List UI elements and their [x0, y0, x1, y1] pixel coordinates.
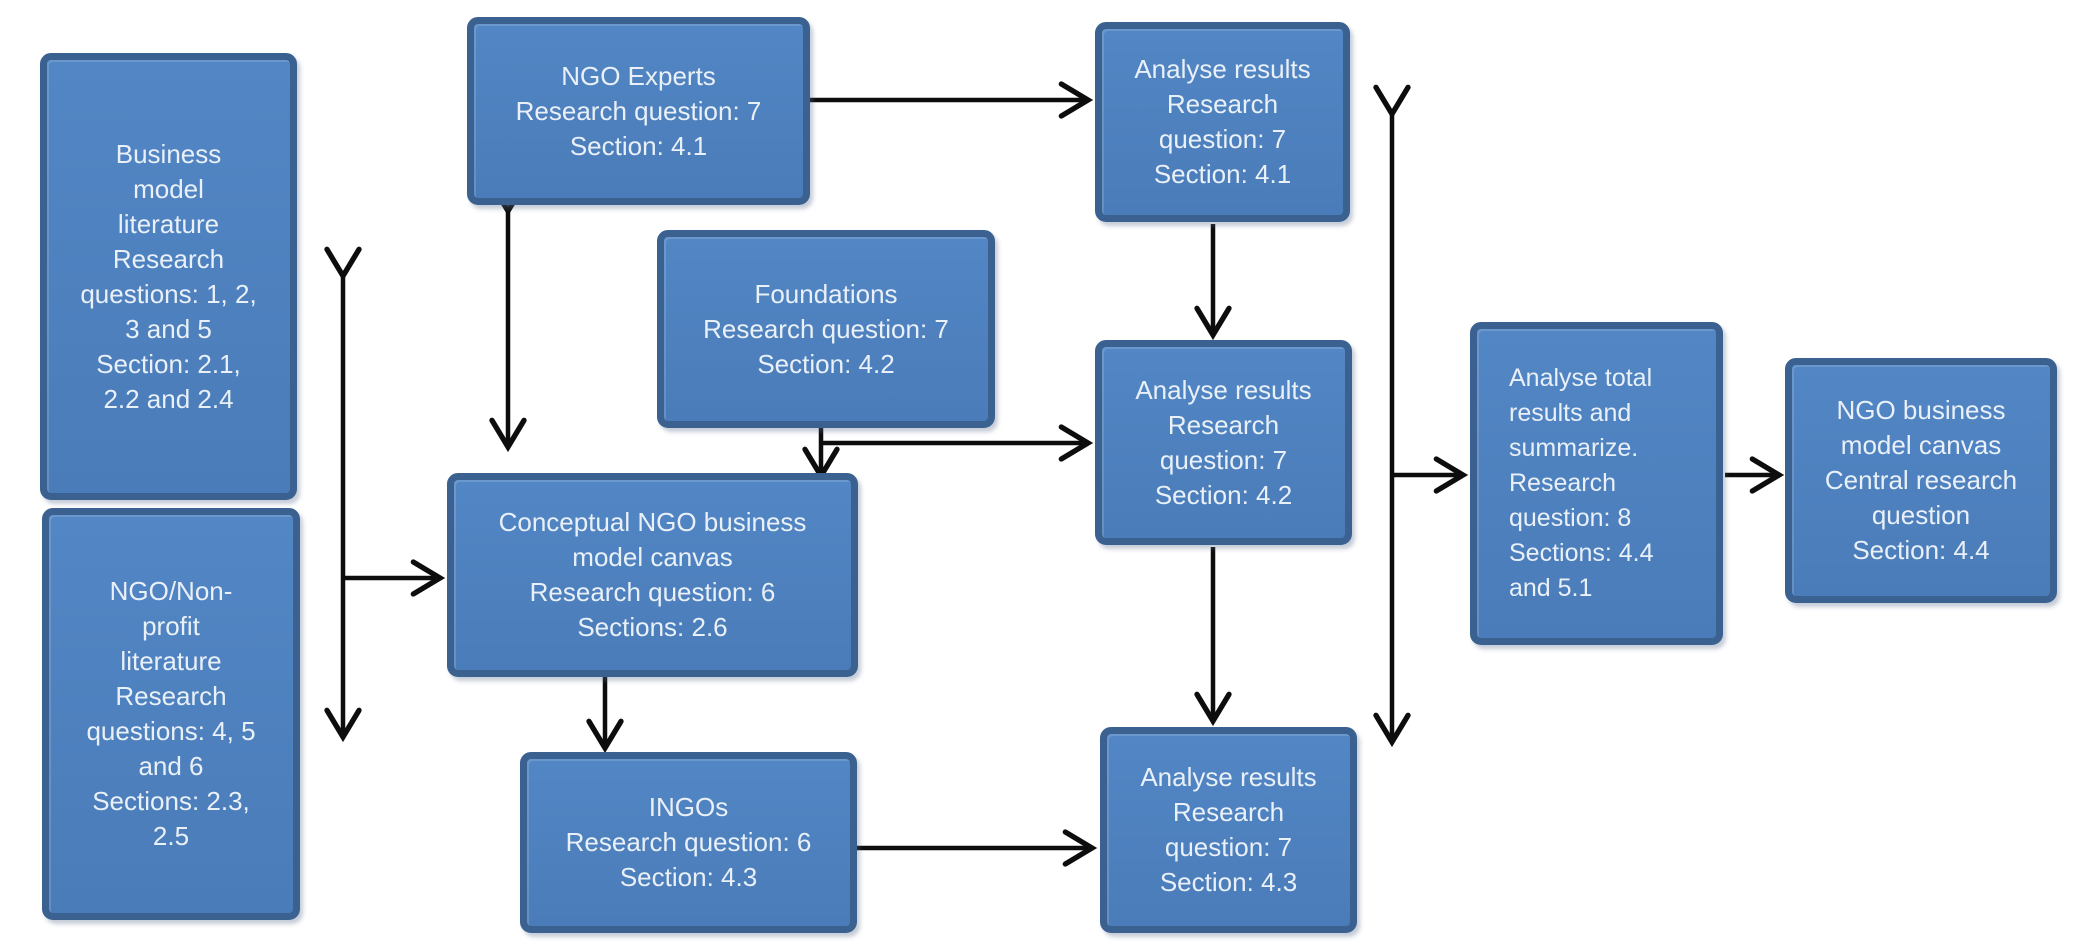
box-ngo-business-model-canvas-final: NGO business model canvas Central resear…: [1785, 358, 2057, 603]
box-ngo-experts: NGO Experts Research question: 7 Section…: [467, 17, 810, 205]
box-analyse-results-4-2: Analyse results Research question: 7 Sec…: [1095, 340, 1352, 545]
box-ngo-nonprofit-literature: NGO/Non- profit literature Research ques…: [42, 508, 300, 920]
box-foundations: Foundations Research question: 7 Section…: [657, 230, 995, 428]
box-analyse-results-4-3: Analyse results Research question: 7 Sec…: [1100, 727, 1357, 933]
box-business-model-literature: Business model literature Research quest…: [40, 53, 297, 500]
box-conceptual-ngo-business-model-canvas: Conceptual NGO business model canvas Res…: [447, 473, 858, 677]
box-analyse-results-4-1: Analyse results Research question: 7 Sec…: [1095, 22, 1350, 222]
box-analyse-total-results: Analyse total results and summarize. Res…: [1470, 322, 1723, 645]
box-ingos: INGOs Research question: 6 Section: 4.3: [520, 752, 857, 933]
